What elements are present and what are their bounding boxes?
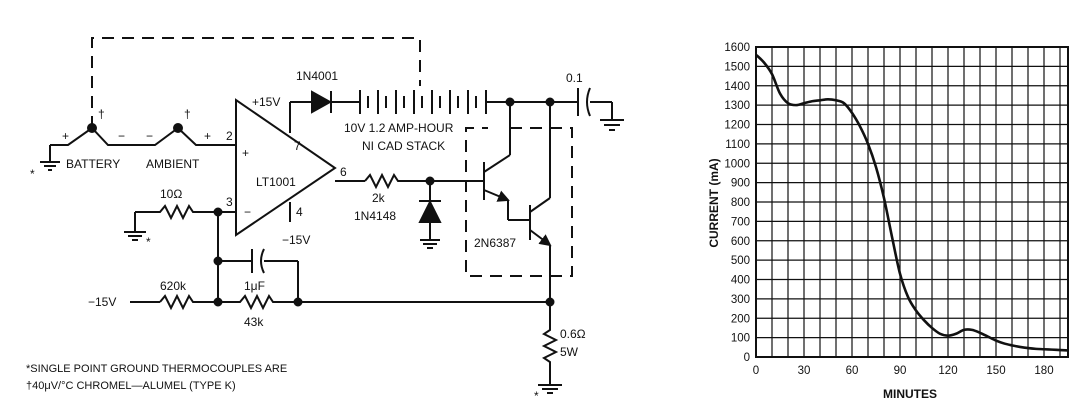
diode-1n4001: [311, 90, 333, 114]
label-pin4: 4: [296, 205, 303, 219]
capacitor-0-1: [577, 87, 624, 131]
ambient-junction-dot: [173, 123, 183, 133]
chart-y-tick-label: 1600: [724, 42, 750, 54]
label-diode-1n4148: 1N4148: [354, 209, 396, 223]
label-ground-star-3: *: [534, 389, 539, 403]
label-input-plus: +: [242, 146, 249, 160]
label-dagger-battery: †: [98, 107, 105, 121]
chart-y-tick-label: 900: [731, 178, 750, 190]
ground-symbol-left: [40, 145, 60, 171]
label-minus-2: −: [146, 129, 153, 143]
chart-y-axis-label: CURRENT (mA): [707, 158, 721, 247]
current-vs-time-chart: 0100200300400500600700800900100011001200…: [707, 42, 1069, 401]
label-ambient: AMBIENT: [146, 157, 200, 171]
chart-y-tick-label: 400: [731, 275, 750, 287]
darlington-dashed-box: [465, 127, 573, 277]
label-r-2k: 2k: [372, 191, 386, 205]
chart-y-tick-label: 700: [731, 216, 750, 228]
label-r-43k: 43k: [244, 315, 264, 329]
chart-grid: [755, 46, 1069, 358]
chart-y-tick-label: 200: [731, 313, 750, 325]
chart-x-tick-labels: 0 30 60 90 120 150 180: [753, 365, 1054, 377]
label-plus-1: +: [62, 129, 69, 143]
battery-junction-dot: [87, 123, 97, 133]
ground-symbol-mid: [124, 212, 146, 241]
chart-y-tick-label: 1200: [724, 120, 750, 132]
chart-y-tick-label: 1500: [724, 61, 750, 73]
note-line2: †40μV/°C CHROMEL—ALUMEL (TYPE K): [26, 380, 236, 392]
capacitor-1uf: [218, 248, 299, 302]
label-ground-star-2: *: [146, 235, 151, 249]
label-input-minus: −: [244, 205, 251, 219]
label-diode-1n4001: 1N4001: [296, 69, 338, 83]
chart-y-tick-label: 100: [731, 333, 750, 345]
chart-x-tick-label: 150: [986, 365, 1005, 377]
label-cap-1uf: 1μF: [244, 279, 265, 293]
nicad-stack: [359, 90, 487, 114]
chart-y-tick-label: 300: [731, 294, 750, 306]
diode-1n4148: [418, 181, 442, 249]
chart-x-tick-label: 0: [753, 365, 759, 377]
chart-x-tick-label: 30: [798, 365, 811, 377]
chart-y-tick-label: 0: [744, 352, 750, 364]
resistor-10-ohm: [135, 203, 218, 221]
chart-x-tick-label: 60: [846, 365, 859, 377]
chart-y-tick-label: 1300: [724, 100, 750, 112]
label-plus-2: +: [204, 129, 211, 143]
opamp-triangle: [235, 98, 337, 237]
label-vplus: +15V: [252, 95, 280, 109]
chart-x-tick-label: 90: [894, 365, 907, 377]
label-pin2: 2: [226, 129, 233, 143]
label-r-10: 10Ω: [160, 187, 182, 201]
label-battery: BATTERY: [66, 157, 120, 171]
label-dagger-ambient: †: [184, 107, 191, 121]
label-vneg-left: −15V: [88, 295, 116, 309]
chart-y-tick-labels: 0 100 200 300 400 500 600 700 800 900 1000 1100 1200…: [724, 42, 750, 364]
label-minus-1: −: [118, 129, 125, 143]
label-r-sense-power: 5W: [560, 345, 579, 359]
resistor-0-6-ohm: [541, 302, 559, 385]
label-pin7: 7: [294, 139, 301, 153]
label-pin6: 6: [340, 165, 347, 179]
label-cap-0-1: 0.1: [566, 71, 583, 85]
label-r-620k: 620k: [160, 279, 187, 293]
label-vneg-pin4: −15V: [282, 233, 310, 247]
label-r-sense-value: 0.6Ω: [560, 327, 586, 341]
chart-y-tick-label: 800: [731, 197, 750, 209]
label-stack-line2: NI CAD STACK: [362, 139, 445, 153]
label-ground-star-1: *: [30, 167, 35, 181]
chart-x-tick-label: 120: [938, 365, 957, 377]
chart-y-tick-label: 1100: [725, 139, 750, 151]
note-line1: *SINGLE POINT GROUND THERMOCOUPLES ARE: [26, 363, 287, 375]
chart-x-tick-label: 180: [1034, 365, 1053, 377]
resistor-43k: [218, 293, 298, 311]
label-stack-line1: 10V 1.2 AMP-HOUR: [344, 121, 454, 135]
chart-y-tick-label: 500: [731, 255, 750, 267]
chart-y-tick-label: 1000: [724, 158, 750, 170]
circuit-schematic: [40, 37, 624, 394]
chart-x-axis-label: MINUTES: [883, 387, 937, 401]
label-opamp: LT1001: [256, 175, 296, 189]
thermal-coupling-dashed-line: [91, 37, 421, 128]
label-transistor: 2N6387: [474, 236, 516, 250]
thermocouple-wire: [50, 126, 232, 146]
ground-symbol-bottom: [538, 384, 562, 394]
chart-y-tick-label: 1400: [724, 81, 750, 93]
darlington-2n6387: [480, 102, 552, 302]
resistor-620k: [159, 293, 218, 311]
chart-series-line: [755, 53, 1069, 352]
chart-y-tick-label: 600: [731, 236, 750, 248]
resistor-2k: [364, 172, 430, 190]
schematic-labels: BATTERY AMBIENT † † + − − + 2 + 3 − 7 4 …: [26, 69, 586, 403]
label-pin3: 3: [226, 195, 233, 209]
